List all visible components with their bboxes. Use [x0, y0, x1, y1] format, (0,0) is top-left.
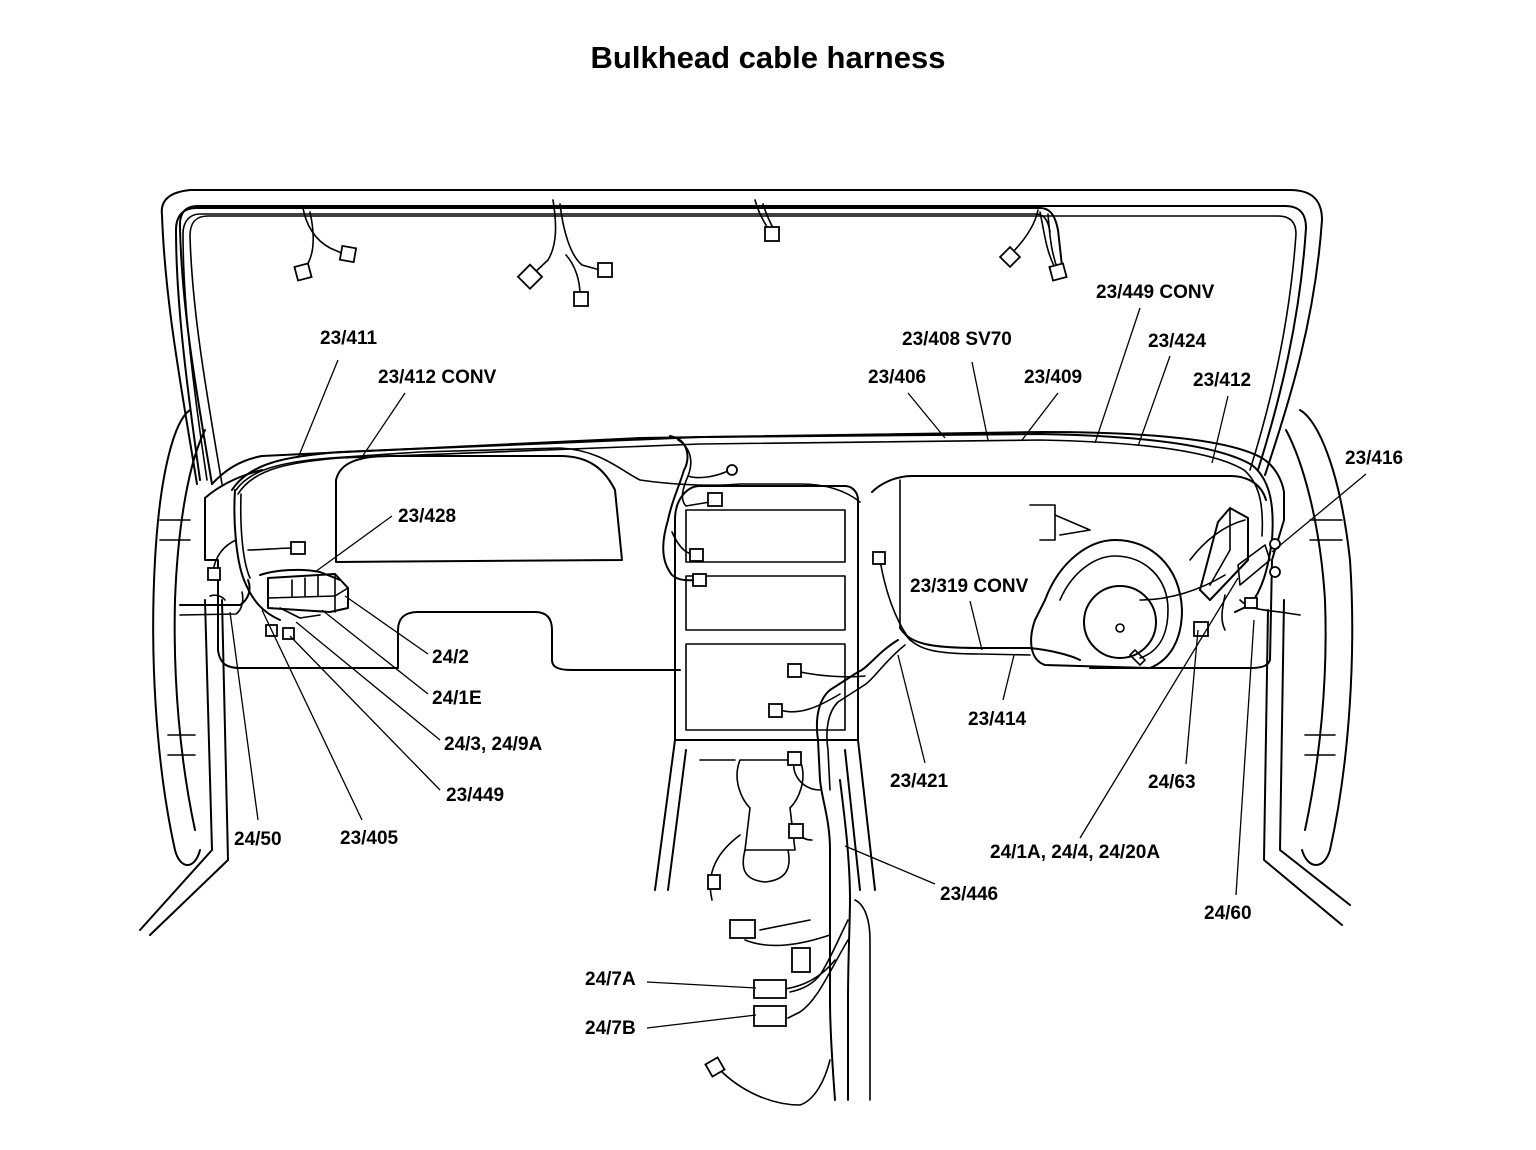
label-24-1a-24-4-24-20a: 24/1A, 24/4, 24/20A: [990, 842, 1160, 863]
left-door: [139, 409, 229, 936]
label-23-409: 23/409: [1024, 367, 1082, 388]
label-23-421: 23/421: [890, 771, 949, 792]
label-24-50: 24/50: [234, 829, 282, 850]
label-23-446: 23/446: [940, 884, 998, 905]
label-24-1e: 24/1E: [432, 688, 482, 709]
center-console: [654, 739, 876, 891]
label-23-408-sv70: 23/408 SV70: [902, 329, 1012, 350]
header-connectors: [293, 226, 1068, 307]
label-23-319-conv: 23/319 CONV: [910, 576, 1029, 597]
label-23-449: 23/449: [446, 785, 504, 806]
console-harness: [704, 751, 871, 1106]
label-23-416: 23/416: [1345, 448, 1403, 469]
leader-lines: [229, 307, 1367, 1029]
label-24-3-24-9a: 24/3, 24/9A: [444, 734, 543, 755]
label-23-449-conv: 23/449 CONV: [1096, 282, 1215, 303]
label-23-405: 23/405: [340, 828, 399, 849]
main-harness: [179, 433, 1274, 621]
label-23-411: 23/411: [320, 328, 377, 349]
label-23-428: 23/428: [398, 506, 456, 527]
label-24-7a: 24/7A: [585, 969, 636, 990]
callout-labels: 23/411 23/412 CONV 23/428 24/2 24/1E 24/…: [234, 282, 1403, 1039]
label-23-406: 23/406: [868, 367, 926, 388]
label-24-60: 24/60: [1204, 903, 1252, 924]
diagram-title: Bulkhead cable harness: [590, 40, 946, 75]
label-24-2: 24/2: [432, 647, 469, 668]
hvac-blower: [1029, 504, 1183, 669]
label-24-63: 24/63: [1148, 772, 1196, 793]
label-23-412: 23/412: [1193, 370, 1251, 391]
center-stack-harness: [662, 435, 906, 1101]
label-23-414: 23/414: [968, 709, 1027, 730]
label-24-7b: 24/7B: [585, 1018, 636, 1039]
label-23-412-conv: 23/412 CONV: [378, 367, 497, 388]
label-23-424: 23/424: [1148, 331, 1207, 352]
left-central-module: [207, 541, 349, 640]
right-door: [1263, 409, 1354, 926]
dashboard-outline: [204, 431, 1285, 741]
